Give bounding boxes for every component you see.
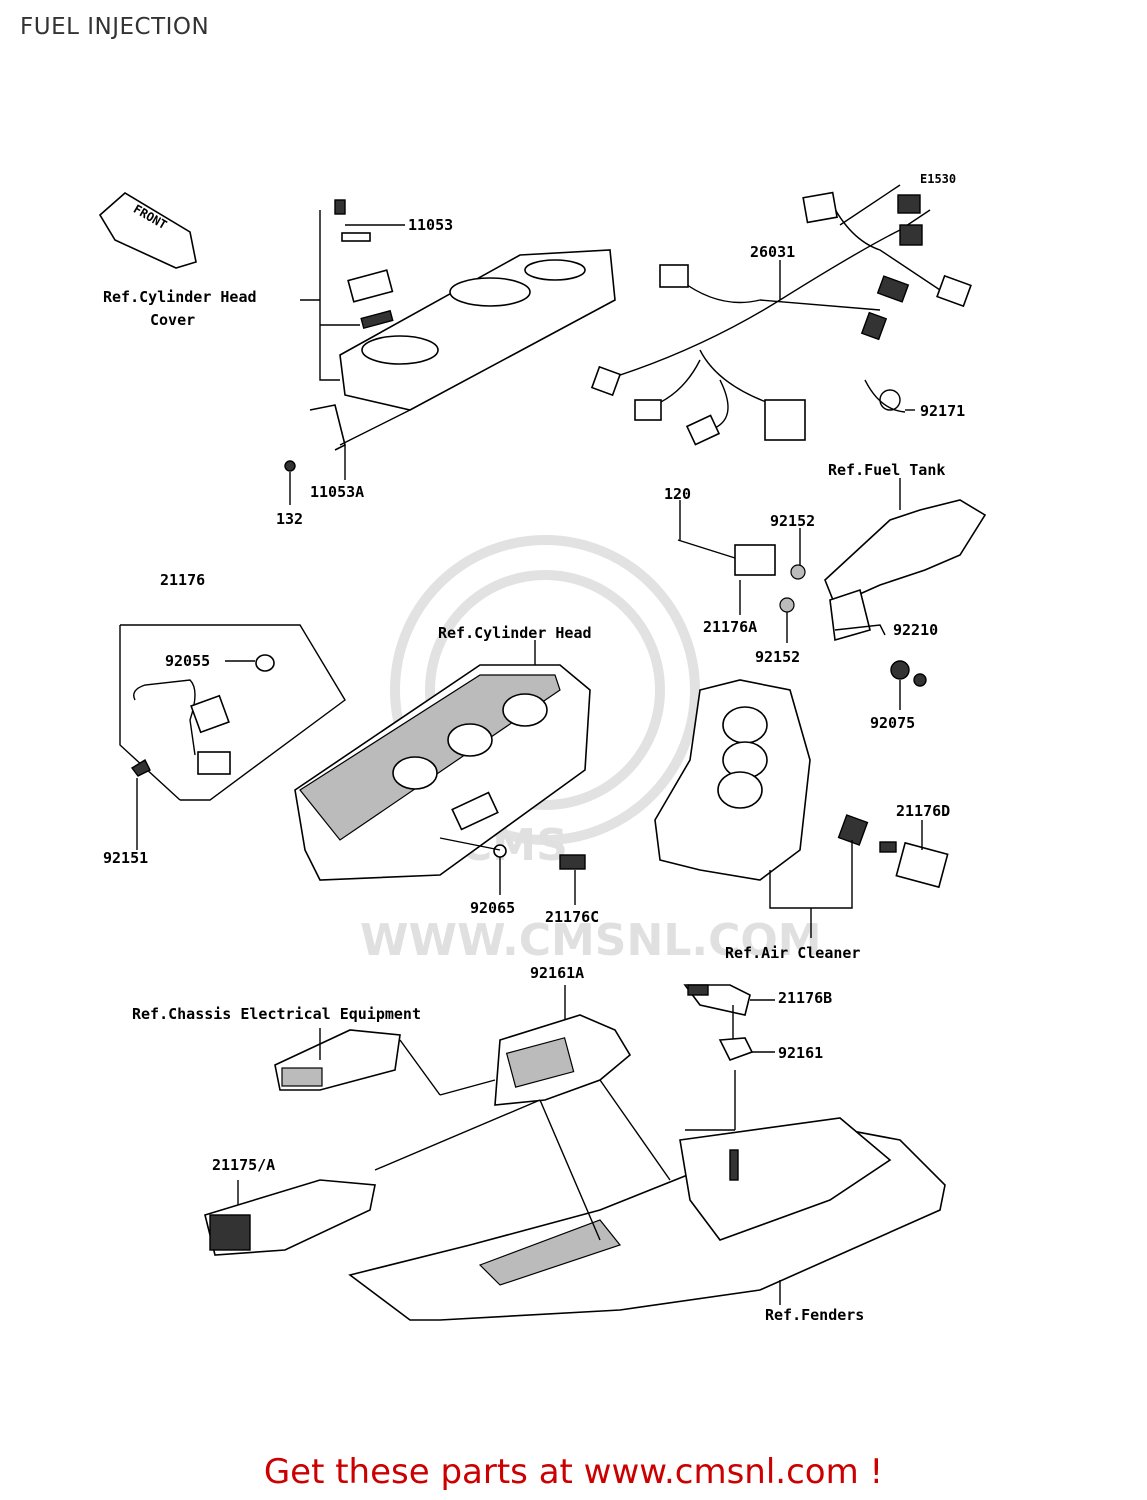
ref-fuel-tank: Ref.Fuel Tank (828, 461, 945, 479)
fuel-tank-bracket (677, 499, 987, 687)
label-21176a: 21176A (703, 618, 757, 636)
ref-air-cleaner: Ref.Air Cleaner (725, 944, 860, 962)
ref-chassis-electrical: Ref.Chassis Electrical Equipment (132, 1005, 421, 1023)
parts-diagram: CMS WWW.CMSNL.COM E1530 FRONT 11053 1105… (98, 172, 987, 1324)
page-title: FUEL INJECTION (20, 14, 210, 40)
front-arrow-icon: FRONT (98, 192, 197, 269)
air-cleaner (654, 679, 949, 889)
label-132: 132 (276, 510, 303, 528)
ref-cylinder-head: Ref.Cylinder Head (438, 624, 592, 642)
label-11053: 11053 (408, 216, 453, 234)
label-21176b: 21176B (778, 989, 832, 1007)
cylinder-head-cover (284, 199, 616, 472)
label-120: 120 (664, 485, 691, 503)
label-92210: 92210 (893, 621, 938, 639)
cam-sensor-assembly (119, 624, 346, 801)
diagram-code: E1530 (920, 172, 956, 186)
label-92075: 92075 (870, 714, 915, 732)
label-21176d: 21176D (896, 802, 950, 820)
label-92161: 92161 (778, 1044, 823, 1062)
label-92161a: 92161A (530, 964, 584, 982)
label-92065: 92065 (470, 899, 515, 917)
wiring-harness (590, 184, 972, 446)
label-92171: 92171 (920, 402, 965, 420)
footer-banner[interactable]: Get these parts at www.cmsnl.com ! (263, 1452, 884, 1492)
label-21175a: 21175/A (212, 1156, 275, 1174)
ecu-bracket (494, 1014, 632, 1106)
sensor-21176b (683, 984, 754, 1061)
label-92152-bottom: 92152 (755, 648, 800, 666)
ref-cylinder-head-cover-2: Cover (150, 311, 195, 329)
chassis-connector (274, 1029, 401, 1091)
label-11053a: 11053A (310, 483, 364, 501)
ref-fenders: Ref.Fenders (765, 1306, 864, 1324)
watermark-text: WWW.CMSNL.COM (360, 915, 822, 966)
ref-cylinder-head-cover-1: Ref.Cylinder Head (103, 288, 257, 306)
label-92055: 92055 (165, 652, 210, 670)
label-92152-top: 92152 (770, 512, 815, 530)
rear-fender (348, 1117, 946, 1321)
watermark-logo: CMS WWW.CMSNL.COM (360, 535, 822, 966)
label-92151: 92151 (103, 849, 148, 867)
cylinder-head (294, 664, 591, 881)
label-21176: 21176 (160, 571, 205, 589)
label-21176c: 21176C (545, 908, 599, 926)
ecu-unit (204, 1179, 376, 1256)
label-26031: 26031 (750, 243, 795, 261)
